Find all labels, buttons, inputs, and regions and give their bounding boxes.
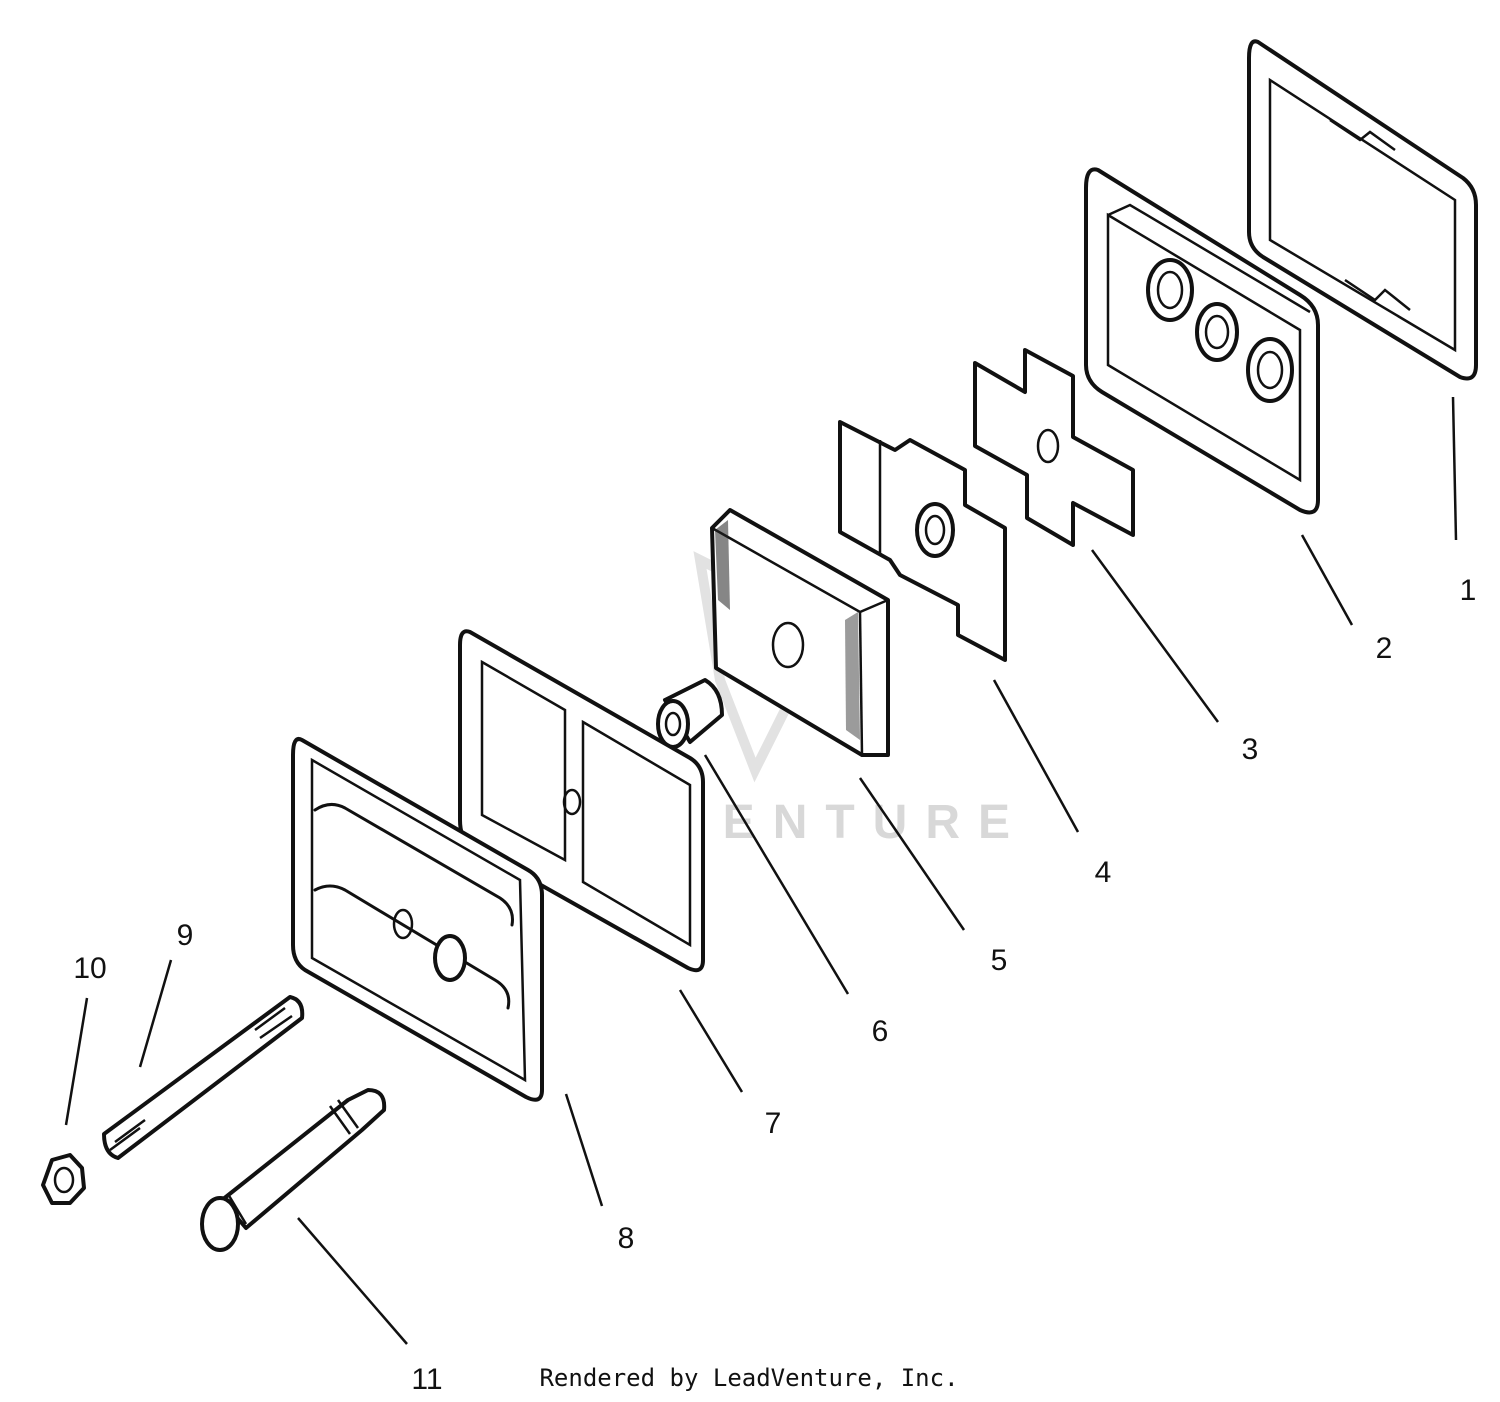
leader-lines xyxy=(64,396,1458,1345)
callout-11: 11 xyxy=(411,1363,442,1396)
leader-line-8 xyxy=(564,1093,604,1207)
leader-line-5 xyxy=(858,777,966,931)
leader-line-7 xyxy=(678,989,744,1093)
callout-labels: 1 2 3 4 5 6 7 8 9 10 11 xyxy=(73,574,1476,1396)
part-6-sleeve[interactable] xyxy=(656,678,724,749)
part-7-gasket[interactable] xyxy=(458,629,705,973)
leader-line-10 xyxy=(64,997,89,1126)
callout-1: 1 xyxy=(1460,574,1477,607)
leader-line-1 xyxy=(1451,396,1458,541)
callout-9: 9 xyxy=(177,919,194,952)
leader-line-6 xyxy=(703,754,850,995)
callout-3: 3 xyxy=(1242,733,1259,766)
callout-6: 6 xyxy=(872,1015,889,1048)
part-5-filter-element[interactable] xyxy=(710,508,890,757)
part-1-gasket[interactable] xyxy=(1247,39,1478,381)
part-9-stud[interactable] xyxy=(102,995,305,1160)
callout-8: 8 xyxy=(618,1222,635,1255)
leader-line-4 xyxy=(992,679,1080,833)
part-8-cover[interactable] xyxy=(291,737,544,1102)
leader-line-3 xyxy=(1090,549,1220,723)
part-4-bracket[interactable] xyxy=(838,420,1007,662)
callout-4: 4 xyxy=(1095,856,1112,889)
part-3-cross-plate[interactable] xyxy=(973,348,1135,547)
render-credit: Rendered by LeadVenture, Inc. xyxy=(539,1364,958,1392)
callout-2: 2 xyxy=(1376,632,1393,665)
part-2-housing[interactable] xyxy=(1084,167,1320,515)
leader-line-11 xyxy=(297,1217,408,1345)
callout-7: 7 xyxy=(765,1107,782,1140)
leader-line-9 xyxy=(138,959,173,1068)
callout-10: 10 xyxy=(73,952,106,985)
leader-line-2 xyxy=(1300,534,1354,626)
callout-5: 5 xyxy=(991,944,1008,977)
part-10-nut[interactable] xyxy=(41,1153,86,1205)
part-11-pin[interactable] xyxy=(200,1088,387,1252)
